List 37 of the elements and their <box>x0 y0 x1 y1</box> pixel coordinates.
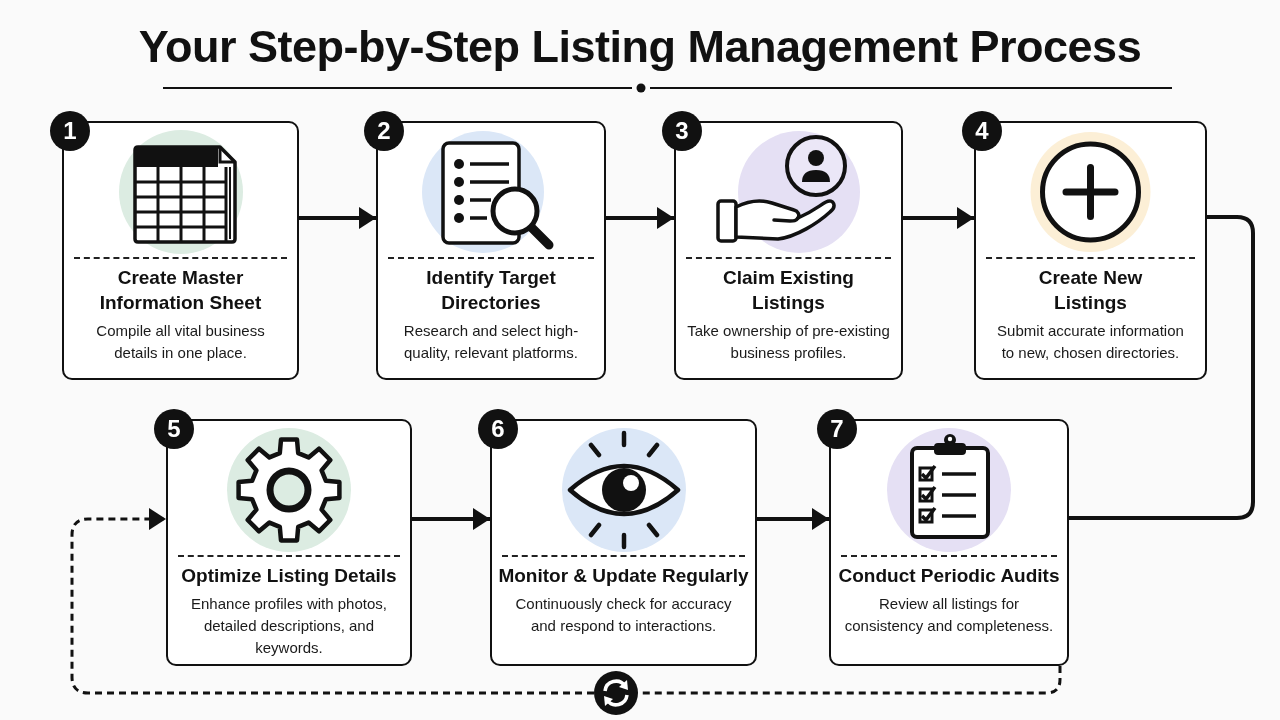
connector-line <box>1069 215 1255 520</box>
step-card <box>674 121 903 380</box>
step-description: Continuously check for accuracy and respond to interactions. <box>514 594 733 636</box>
step-title: Optimize Listing Details <box>181 564 397 588</box>
step-description: Compile all vital business details in one place. <box>95 321 266 363</box>
step-number-badge: 3 <box>662 111 702 151</box>
step-card <box>166 419 412 666</box>
arrow <box>299 207 376 229</box>
step-card <box>829 419 1069 666</box>
step-description: Enhance profiles with photos, detailed descriptions, and keywords. <box>190 594 388 658</box>
step-title: Create New Listings <box>1037 266 1144 315</box>
step-number-badge: 6 <box>478 409 518 449</box>
step-description: Submit accurate information to new, chosen directories. <box>996 321 1185 363</box>
page-title: Your Step-by-Step Listing Management Process <box>138 20 1142 74</box>
step-title: Create Master Information Sheet <box>98 266 263 315</box>
step-number-badge: 7 <box>817 409 857 449</box>
step-number-badge: 1 <box>50 111 90 151</box>
step-card <box>62 121 299 380</box>
arrow <box>757 508 829 530</box>
step-description: Take ownership of pre-existing business profiles. <box>686 321 891 363</box>
refresh-icon <box>594 671 638 715</box>
step-description: Research and select high-quality, relevant platforms. <box>402 321 580 363</box>
step-number-badge: 2 <box>364 111 404 151</box>
step-card <box>376 121 606 380</box>
step-number-badge: 5 <box>154 409 194 449</box>
arrow <box>70 508 594 695</box>
step-title: Conduct Periodic Audits <box>838 564 1060 588</box>
arrow <box>903 207 974 229</box>
step-title: Identify Target Directories <box>425 266 557 315</box>
arrow <box>412 508 490 530</box>
step-title: Claim Existing Listings <box>722 266 855 315</box>
step-title: Monitor & Update Regularly <box>498 564 749 588</box>
step-number-badge: 4 <box>962 111 1002 151</box>
step-description: Review all listings for consistency and completeness. <box>843 594 1055 636</box>
step-card <box>974 121 1207 380</box>
arrow <box>606 207 674 229</box>
step-card <box>490 419 757 666</box>
